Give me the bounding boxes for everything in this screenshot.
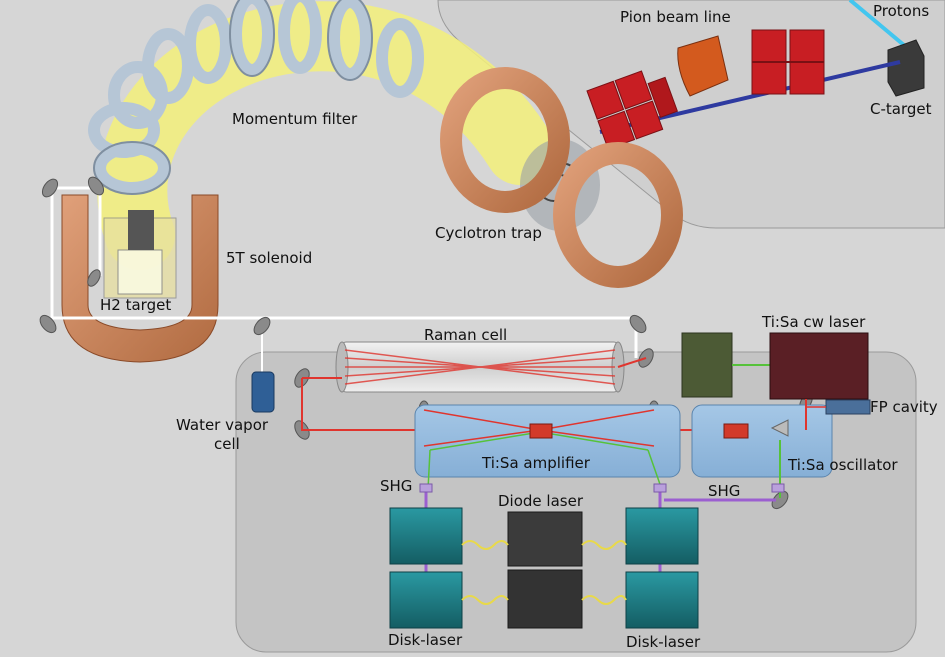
label-tisa-amplifier: Ti:Sa amplifier — [481, 454, 591, 472]
label-tisa-cw-laser: Ti:Sa cw laser — [761, 313, 866, 331]
label-fp-cavity: FP cavity — [870, 398, 938, 416]
tisa-amplifier-box — [414, 404, 681, 478]
label-diode-laser: Diode laser — [498, 492, 584, 510]
uv-beam-path — [50, 188, 638, 358]
label-pion-beam-line: Pion beam line — [620, 8, 731, 26]
label-disk-laser-left: Disk-laser — [388, 631, 463, 649]
oscillator-prism — [770, 419, 789, 437]
tisa-oscillator-box — [691, 404, 833, 478]
label-shg-left: SHG — [380, 477, 412, 495]
label-water-vapor-cell: cell — [214, 435, 240, 453]
momentum-filter — [88, 0, 555, 270]
proton-beam — [848, 0, 907, 48]
raman-cell — [335, 341, 625, 393]
oscillator-crystal — [723, 423, 749, 439]
label-shg-right: SHG — [708, 482, 740, 500]
label-5t-solenoid: 5T solenoid — [226, 249, 312, 267]
label-c-target: C-target — [870, 100, 932, 118]
disk-laser-left — [389, 507, 463, 629]
label-tisa-oscillator: Ti:Sa oscillator — [787, 456, 898, 474]
label-h2-target: H2 target — [100, 296, 171, 314]
red-beam-raman-out — [617, 357, 647, 368]
amplifier-pump-beams — [427, 431, 663, 491]
pump-fibers — [461, 540, 627, 605]
water-vapor-cell — [251, 371, 275, 413]
cyclotron-trap — [440, 67, 683, 288]
c-target — [887, 39, 925, 97]
label-protons: Protons — [873, 2, 929, 20]
diode-laser — [507, 511, 583, 629]
solenoid — [61, 194, 219, 363]
green-pump-laser — [681, 332, 733, 398]
fp-cavity — [825, 399, 871, 415]
disk-laser-right — [625, 507, 699, 629]
amplifier-crystal — [529, 423, 553, 439]
amplifier-beams — [423, 409, 655, 447]
beamline-magnets — [586, 29, 825, 150]
label-water-vapor: Water vapor — [176, 416, 269, 434]
tisa-cw-laser — [769, 332, 869, 400]
label-cyclotron-trap: Cyclotron trap — [435, 224, 542, 242]
label-disk-laser-right: Disk-laser — [626, 633, 701, 651]
shg-crystals — [419, 483, 785, 493]
label-momentum-filter: Momentum filter — [232, 110, 358, 128]
label-raman-cell: Raman cell — [424, 326, 507, 344]
